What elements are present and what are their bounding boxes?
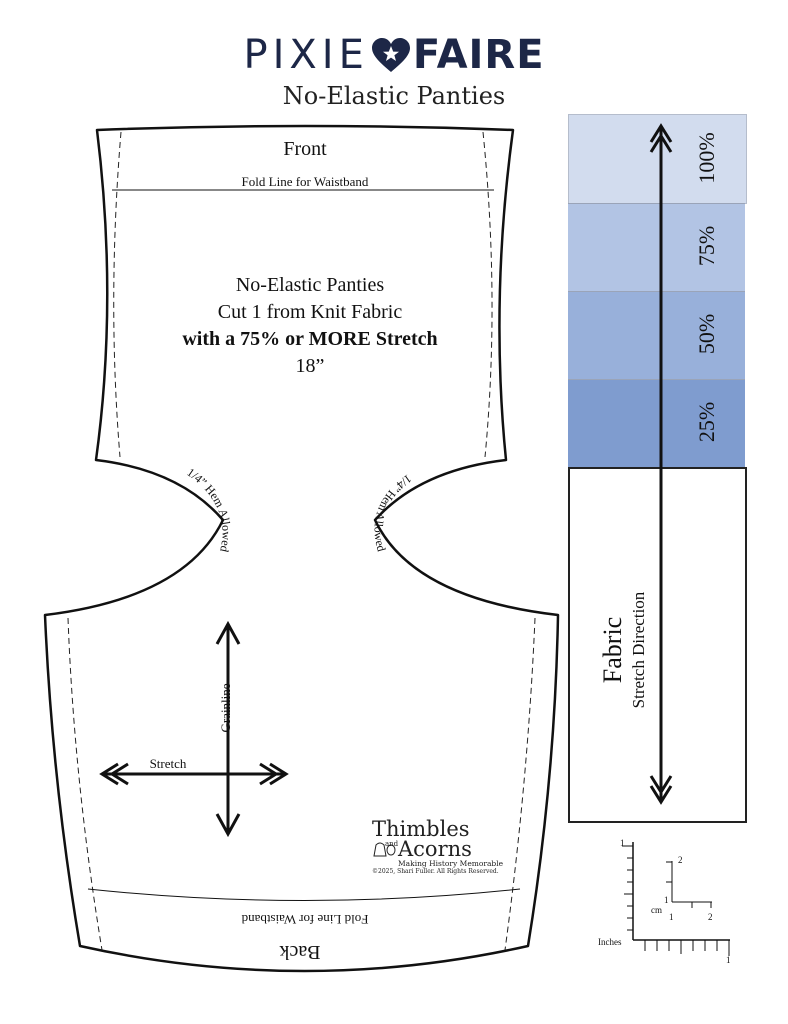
stretch-requirement: with a 75% or MORE Stretch (182, 328, 438, 350)
thimble-icon (373, 842, 396, 857)
cm-vtick-1: 1 (664, 895, 669, 905)
pattern-size: 18” (295, 355, 325, 377)
maker-name-line1: Thimbles (372, 817, 470, 841)
maker-name-and: and (385, 840, 399, 848)
swatch-75 (568, 203, 745, 292)
pixie-faire-logo: PIXIE FAIRE (0, 32, 788, 84)
brand-left: PIXIE (243, 32, 369, 78)
document-title: No-Elastic Panties (282, 82, 506, 110)
piece-name: No-Elastic Panties (235, 274, 385, 296)
inches-label: Inches (598, 937, 622, 947)
maker-name-line2: Acorns (398, 837, 472, 861)
cm-tick-2: 2 (708, 912, 713, 922)
copyright: ©2025, Shari Fuller. All Rights Reserved… (372, 868, 499, 875)
fold-line-top-label: Fold Line for Waistband (241, 174, 369, 189)
cm-label: cm (651, 905, 662, 915)
cut-instruction: Cut 1 from Knit Fabric (217, 301, 403, 323)
heart-star-icon (371, 38, 411, 84)
cm-tick-1: 1 (669, 912, 674, 922)
stretch-label: Stretch (149, 756, 187, 771)
cm-vtick-2: 2 (678, 855, 683, 865)
inch-tick-1: 1 (726, 955, 731, 965)
swatch-25 (568, 379, 745, 468)
pattern-info: No-Elastic Panties Cut 1 from Knit Fabri… (120, 272, 500, 380)
front-label: Front (283, 138, 327, 160)
brand-right: FAIRE (412, 32, 545, 78)
swatch-50 (568, 291, 745, 380)
maker-tagline: Making History Memorable (398, 859, 504, 868)
inch-vtick-1: 1 (620, 838, 625, 848)
stretch-guide-box (568, 467, 747, 823)
